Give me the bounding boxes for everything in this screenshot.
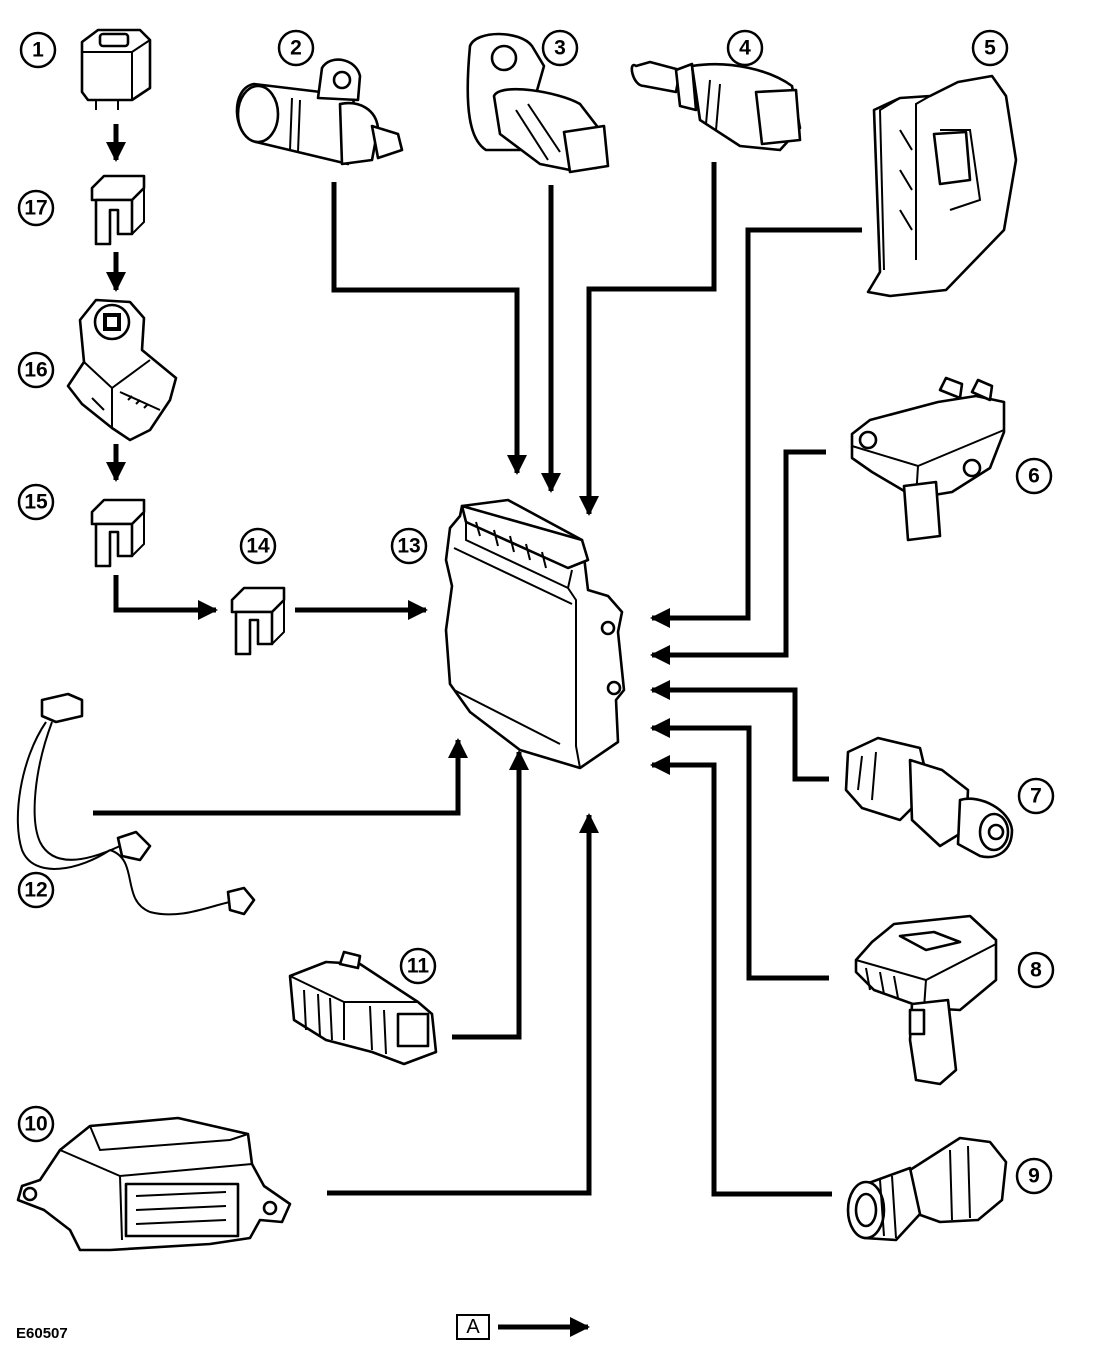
callout-4: 4 <box>726 29 764 67</box>
callout-9: 9 <box>1015 1157 1053 1195</box>
callout-12: 12 <box>17 871 55 909</box>
callout-11: 11 <box>399 947 437 985</box>
callout-6: 6 <box>1015 457 1053 495</box>
svg-text:2: 2 <box>290 37 302 60</box>
svg-text:4: 4 <box>739 37 751 60</box>
relay-component <box>80 28 152 110</box>
callout-2: 2 <box>277 29 315 67</box>
svg-text:14: 14 <box>246 535 270 558</box>
svg-text:1: 1 <box>32 39 44 62</box>
wire-6-to-13 <box>650 449 826 665</box>
fuse-14 <box>230 586 286 656</box>
svg-text:11: 11 <box>407 955 430 978</box>
speed-sensor <box>235 58 404 166</box>
svg-text:12: 12 <box>24 879 47 902</box>
temperature-sensor <box>630 60 802 152</box>
svg-text:10: 10 <box>24 1113 47 1136</box>
wire-11-to-13 <box>452 750 529 1040</box>
harness-sensor <box>16 692 256 916</box>
svg-text:7: 7 <box>1030 785 1042 808</box>
callout-7: 7 <box>1017 777 1055 815</box>
callout-15: 15 <box>17 483 55 521</box>
pressure-sensor-6 <box>850 376 1006 542</box>
accelerator-pedal <box>866 74 1018 298</box>
callout-1: 1 <box>19 31 57 69</box>
callout-10: 10 <box>17 1105 55 1143</box>
svg-text:17: 17 <box>24 197 47 220</box>
svg-text:8: 8 <box>1030 959 1042 982</box>
callout-3: 3 <box>541 29 579 67</box>
svg-text:13: 13 <box>397 535 420 558</box>
fuse-15 <box>90 498 146 568</box>
callout-16: 16 <box>17 351 55 389</box>
callout-17: 17 <box>17 189 55 227</box>
switch-module <box>288 950 438 1066</box>
svg-text:5: 5 <box>984 37 996 60</box>
wire-5-to-13 <box>650 227 862 628</box>
svg-text:15: 15 <box>24 491 48 514</box>
wire-4-to-13 <box>579 162 717 516</box>
ignition-switch <box>66 298 178 442</box>
temperature-switch-9 <box>846 1136 1008 1242</box>
wire-9-to-13 <box>650 755 832 1197</box>
airflow-sensor <box>854 914 998 1086</box>
wire-15-to-14 <box>113 575 218 620</box>
fuse-17 <box>90 174 146 246</box>
callout-8: 8 <box>1017 951 1055 989</box>
callout-14: 14 <box>239 527 277 565</box>
callout-5: 5 <box>971 29 1009 67</box>
svg-text:9: 9 <box>1028 1165 1040 1188</box>
callout-13: 13 <box>390 527 428 565</box>
restraints-module <box>16 1116 292 1252</box>
wire-7-to-13 <box>650 680 829 782</box>
wire-12-to-13 <box>93 738 468 816</box>
wire-10-to-13 <box>327 813 599 1196</box>
position-sensor <box>466 32 610 174</box>
svg-text:3: 3 <box>554 37 566 60</box>
figure-code: E60507 <box>16 1325 68 1342</box>
pressure-switch-7 <box>844 736 1014 859</box>
engine-control-module <box>444 498 626 770</box>
legend-label-box: A <box>456 1314 490 1340</box>
wire-8-to-13 <box>650 718 829 981</box>
connection-lines <box>93 124 862 1197</box>
wire-2-to-13 <box>331 182 527 475</box>
svg-text:6: 6 <box>1028 465 1040 488</box>
svg-text:16: 16 <box>24 359 47 382</box>
